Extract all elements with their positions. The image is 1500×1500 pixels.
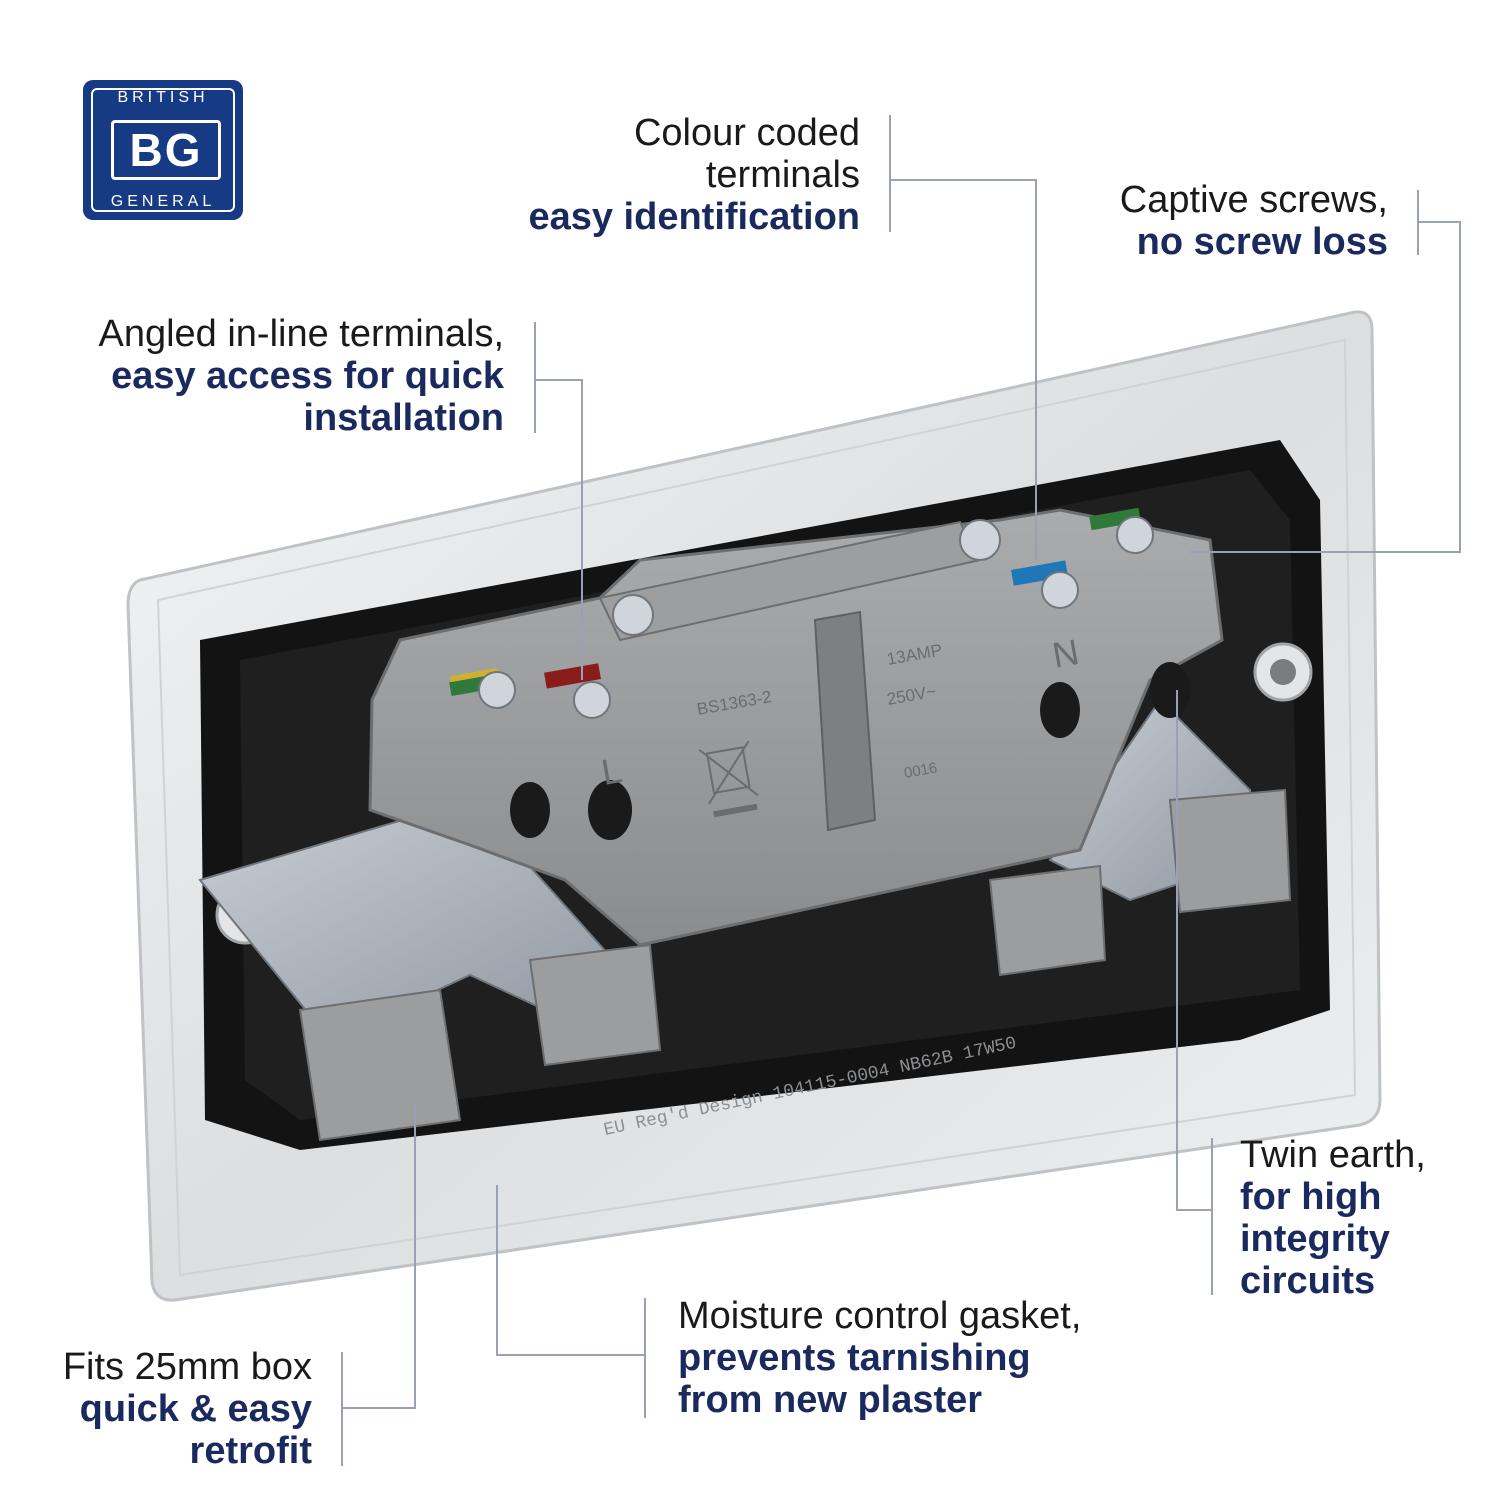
british-general-logo: BRITISH BG GENERAL bbox=[83, 80, 243, 220]
callout-colour-coded-terminals: Colour coded terminals easy identificati… bbox=[470, 112, 860, 238]
callout-highlight: for high bbox=[1240, 1176, 1382, 1218]
captive-screws bbox=[478, 516, 1154, 719]
callout-highlight: prevents tarnishing bbox=[678, 1337, 1031, 1379]
callout-highlight: integrity bbox=[1240, 1218, 1390, 1260]
fixing-hole-right bbox=[1253, 642, 1313, 702]
callout-highlight: circuits bbox=[1240, 1260, 1376, 1302]
callout-fits-25mm-box: Fits 25mm box quick & easy retrofit bbox=[20, 1346, 312, 1472]
callout-highlight: no screw loss bbox=[1136, 221, 1388, 263]
terminal-colour-markers bbox=[449, 507, 1141, 697]
callout-text: Fits 25mm box bbox=[62, 1346, 312, 1388]
callout-moisture-gasket: Moisture control gasket, prevents tarnis… bbox=[678, 1295, 1138, 1421]
callout-captive-screws: Captive screws, no screw loss bbox=[1040, 179, 1388, 263]
callout-text: Twin earth, bbox=[1240, 1134, 1426, 1176]
callout-highlight: quick & easy bbox=[79, 1388, 312, 1430]
logo-border bbox=[91, 88, 235, 212]
callout-text: Colour coded bbox=[633, 112, 860, 154]
callout-text: Captive screws, bbox=[1119, 179, 1388, 221]
callout-text: terminals bbox=[705, 154, 860, 196]
callout-text: Angled in-line terminals, bbox=[98, 313, 504, 355]
logo-mark: BG bbox=[111, 120, 221, 180]
callout-twin-earth: Twin earth, for high integrity circuits bbox=[1240, 1134, 1490, 1302]
callout-highlight: from new plaster bbox=[678, 1379, 983, 1421]
callout-highlight: easy access for quick bbox=[111, 355, 504, 397]
callout-highlight: retrofit bbox=[189, 1430, 312, 1472]
cert-code-marking: 0016 bbox=[903, 759, 939, 782]
callout-text: Moisture control gasket, bbox=[678, 1295, 1082, 1337]
logo-bottom-text: GENERAL bbox=[110, 193, 216, 210]
callout-highlight: easy identification bbox=[528, 196, 860, 238]
logo-top-text: BRITISH bbox=[117, 89, 209, 106]
terminal-holes bbox=[510, 662, 1190, 840]
callout-angled-terminals: Angled in-line terminals, easy access fo… bbox=[40, 313, 504, 439]
leader-lines bbox=[341, 115, 1461, 1466]
weee-bin-icon bbox=[698, 740, 759, 818]
callout-highlight: installation bbox=[303, 397, 504, 439]
